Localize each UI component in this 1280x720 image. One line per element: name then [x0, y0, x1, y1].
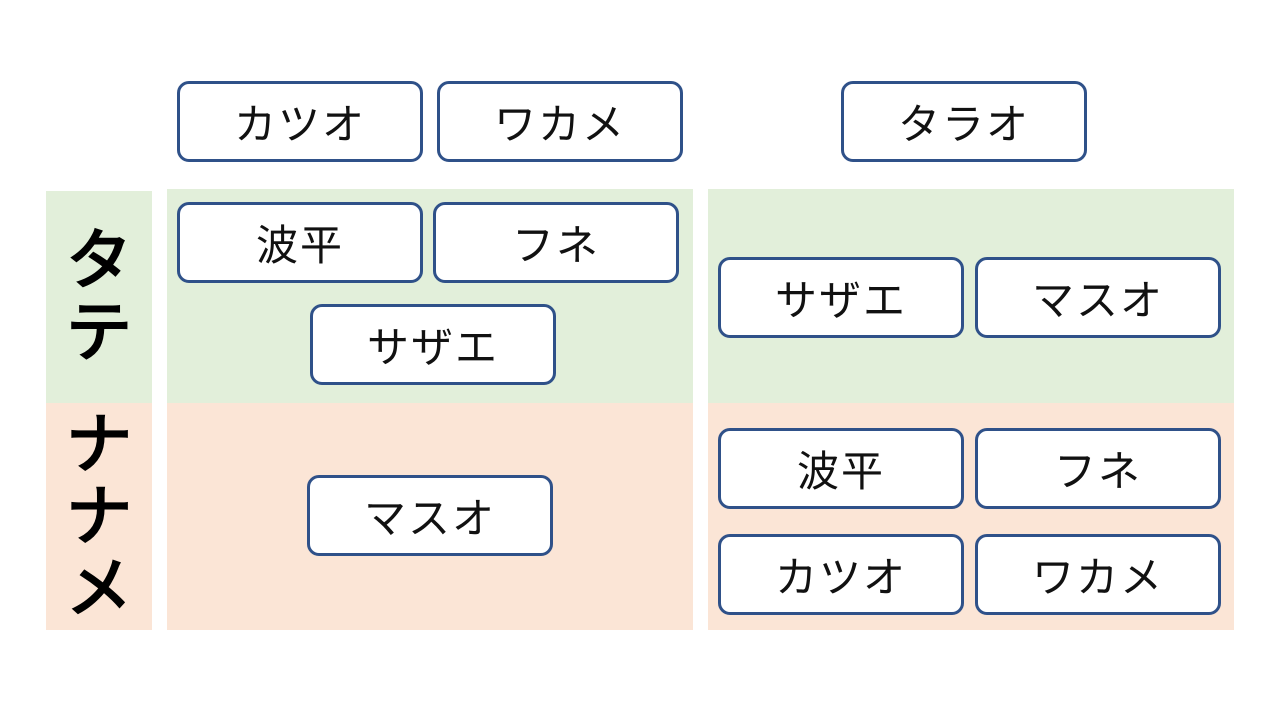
header-box-wakame: ワカメ — [437, 81, 683, 162]
naname-label-char: メ — [66, 549, 132, 627]
tate-label-char: タ — [66, 222, 132, 299]
tate-col1-box-fune: フネ — [433, 202, 679, 283]
tate-col1-box-sazae: サザエ — [310, 304, 556, 385]
header-box-katsuo: カツオ — [177, 81, 423, 162]
naname-col2-box-katsuo: カツオ — [718, 534, 964, 615]
naname-label-background — [46, 403, 152, 630]
naname-label-char: ナ — [66, 477, 132, 555]
header-box-tarao: タラオ — [841, 81, 1087, 162]
tate-col2-box-sazae: サザエ — [718, 257, 964, 338]
naname-col2-box-wakame: ワカメ — [975, 534, 1221, 615]
naname-label-char: ナ — [66, 405, 132, 483]
tate-col1-box-namihei: 波平 — [177, 202, 423, 283]
tate-row-label: タ テ — [46, 191, 152, 403]
naname-col2-box-fune: フネ — [975, 428, 1221, 509]
tate-label-char: テ — [66, 294, 132, 371]
tate-label-background — [46, 191, 152, 403]
naname-col1-box-masuo: マスオ — [307, 475, 553, 556]
naname-row-label: ナ ナ メ — [46, 403, 152, 630]
naname-col2-box-namihei: 波平 — [718, 428, 964, 509]
tate-col2-box-masuo: マスオ — [975, 257, 1221, 338]
